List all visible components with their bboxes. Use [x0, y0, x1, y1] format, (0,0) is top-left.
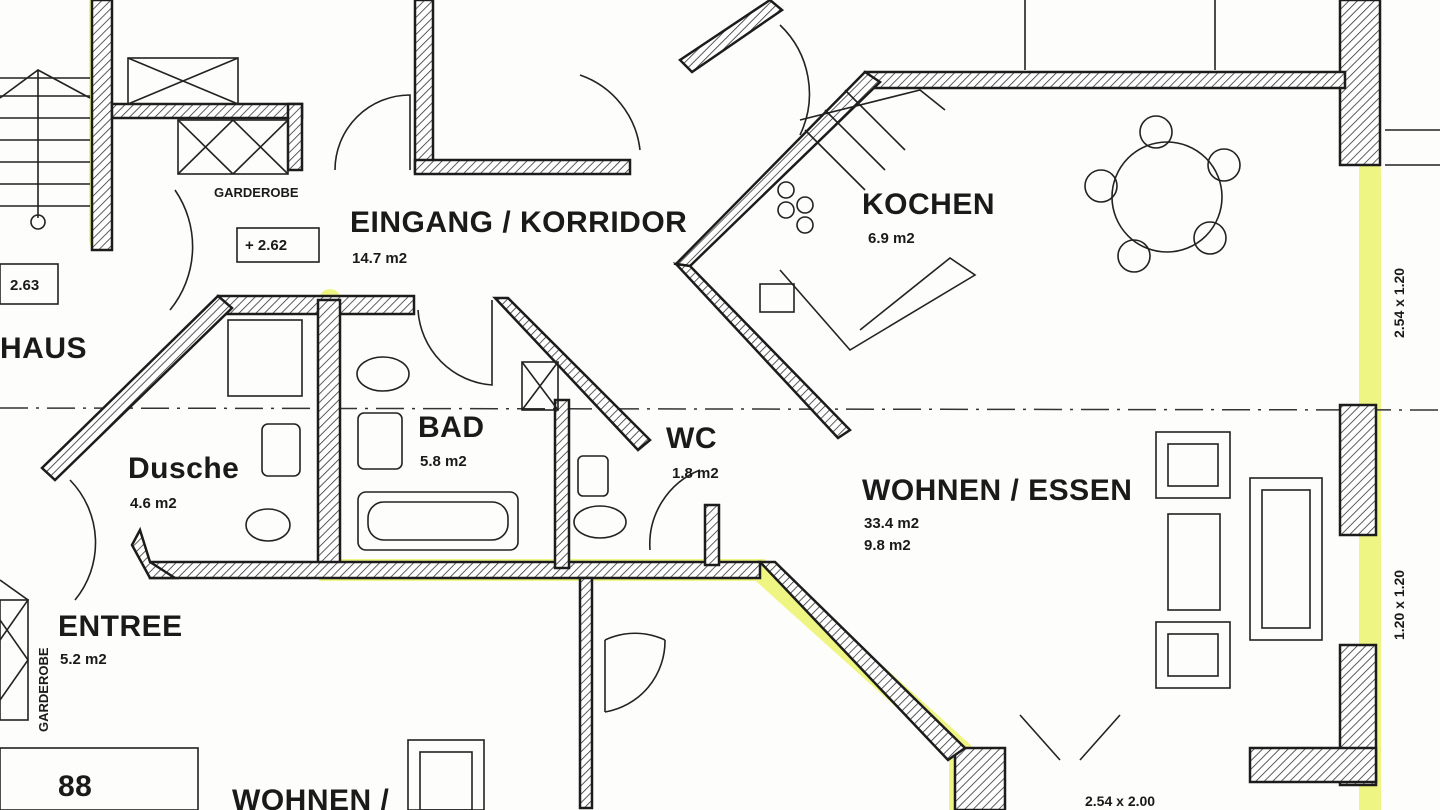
room-entree-area: 5.2 m2: [60, 651, 107, 668]
chair-4: [1117, 239, 1151, 273]
door-arc-top: [579, 74, 641, 151]
wall-dusche-diagonal: [40, 294, 234, 482]
room-wohnen-lower-name: WOHNEN /: [232, 784, 389, 810]
chair-2: [1207, 148, 1241, 182]
wall-dusche-corner: [130, 526, 180, 580]
bad-cabinet: [521, 361, 559, 411]
room-bad-area: 5.8 m2: [420, 453, 467, 470]
wall-top-diag: [678, 0, 785, 74]
label-box-bottom: 88: [58, 770, 92, 803]
room-wohnen-area2: 9.8 m2: [864, 537, 911, 554]
sofa: [1249, 477, 1323, 641]
garderobe-cabinet-top: [127, 57, 239, 105]
room-entree-name: ENTREE: [58, 610, 183, 643]
wall-wc-left: [553, 398, 571, 570]
kitchen-sink: [759, 283, 795, 313]
annotations: GARDEROBE + 2.62 2.63 88 2.54 x 1.20 1.2…: [10, 185, 1407, 809]
entree-garderobe: [0, 579, 30, 701]
label-box-left: 2.63: [10, 277, 39, 294]
room-eingang-area: 14.7 m2: [352, 250, 407, 267]
room-wc-name: WC: [666, 422, 717, 455]
garderobe-cabinet: [177, 119, 289, 175]
washbasin-bad: [357, 412, 403, 470]
label-garderobe-side: GARDEROBE: [36, 647, 51, 732]
wall-diagonal-lower: [757, 560, 967, 762]
room-eingang-name: EINGANG / KORRIDOR: [350, 206, 687, 239]
wall-left-upper: [90, 0, 114, 252]
lower-cabinet: [407, 739, 485, 810]
label-window-1: 2.54 x 1.20: [1391, 268, 1407, 338]
wall-right-mid: [1338, 403, 1378, 537]
door-arc-lower: [604, 632, 666, 713]
label-window-bottom: 2.54 x 2.00: [1085, 793, 1155, 809]
door-arc-entry: [334, 94, 411, 171]
wall-garderobe-side: [286, 102, 304, 172]
door-arc-wc: [649, 469, 701, 551]
wall-kitchen-diagonal: [673, 70, 882, 268]
double-door: [1019, 714, 1121, 761]
wall-bottom-right: [1248, 746, 1378, 784]
label-level-box: + 2.62: [245, 237, 287, 254]
staircase: [0, 69, 91, 230]
wall-bath-left: [316, 298, 342, 574]
shower-tray: [227, 319, 303, 397]
room-dusche-name: Dusche: [128, 452, 239, 485]
armchair-1: [1155, 431, 1231, 499]
room-wohnen-area: 33.4 m2: [864, 515, 919, 532]
chair-5: [1084, 169, 1118, 203]
toilet-dusche: [245, 508, 291, 542]
wall-bath-bottom: [148, 560, 762, 580]
wall-wc-diagonal: [492, 296, 652, 452]
level-box: [236, 227, 320, 263]
washbasin-dusche: [261, 423, 301, 477]
room-kochen-name: KOCHEN: [862, 188, 995, 221]
room-kochen-area: 6.9 m2: [868, 230, 915, 247]
wall-bath-top: [216, 294, 416, 316]
axis-line: [0, 407, 1440, 411]
dining-table: [1111, 141, 1223, 253]
wall-wc-right: [703, 503, 721, 567]
door-arc-dusche: [169, 189, 194, 311]
wall-kitchen-lower-diag: [672, 262, 852, 440]
room-haus-name: HAUS: [0, 332, 87, 365]
armchair-2: [1155, 621, 1231, 689]
wall-kitchen-top: [863, 70, 1347, 90]
wall-corridor-bottom: [413, 158, 632, 176]
door-arc-top-right: [779, 24, 811, 136]
wall-corridor-left: [413, 0, 435, 174]
box-left: [0, 263, 59, 305]
box-bottom: [0, 747, 199, 810]
kitchen-counter: [804, 89, 906, 191]
toilet-wc: [573, 505, 627, 539]
toilet-bad: [356, 356, 410, 392]
highlight-bath-wall: [319, 289, 971, 810]
wall-bottom-door: [953, 746, 1007, 810]
room-wohnen-name: WOHNEN / ESSEN: [862, 474, 1132, 507]
coffee-table: [1167, 513, 1221, 611]
wall-lower-center: [578, 576, 594, 810]
room-dusche-area: 4.6 m2: [130, 495, 177, 512]
wall-garderobe-top: [110, 102, 304, 120]
chair-1: [1139, 115, 1173, 149]
room-labels: EINGANG / KORRIDOR 14.7 m2 KOCHEN 6.9 m2…: [0, 188, 1132, 810]
window-lines: [1385, 129, 1440, 166]
bathtub: [357, 491, 519, 551]
label-garderobe-top: GARDEROBE: [214, 185, 299, 200]
washbasin-wc: [577, 455, 609, 497]
door-arc-entree: [69, 479, 97, 601]
room-wc-area: 1.8 m2: [672, 465, 719, 482]
label-window-2: 1.20 x 1.20: [1391, 570, 1407, 640]
door-arc-bath: [417, 300, 493, 386]
kitchen-island: [779, 257, 977, 352]
stove-burner: [777, 181, 795, 199]
room-bad-name: BAD: [418, 411, 485, 444]
chair-3: [1193, 221, 1227, 255]
walls: [40, 0, 1382, 810]
